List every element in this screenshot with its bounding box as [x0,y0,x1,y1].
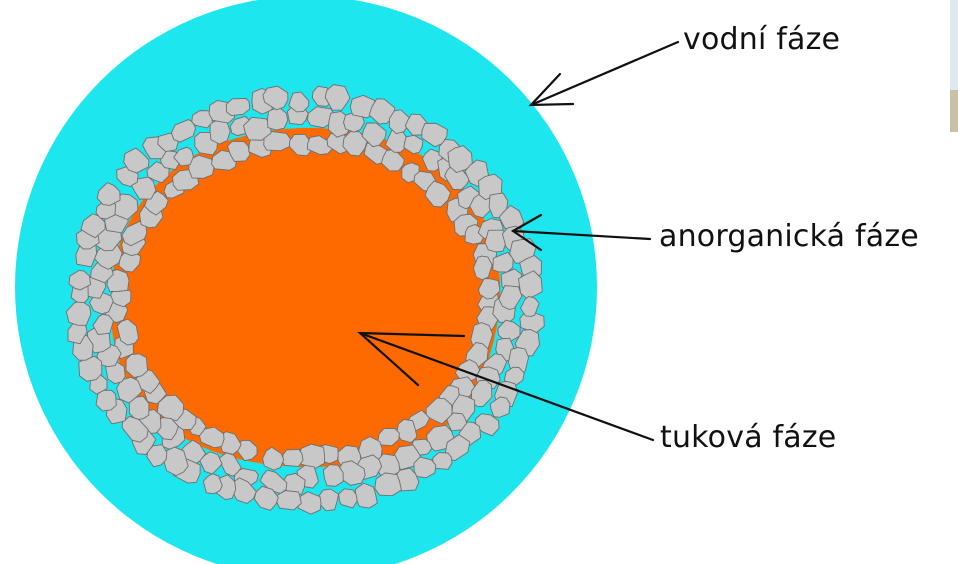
water-phase-label: vodní fáze [683,22,840,57]
fat-phase-label: tuková fáze [660,420,836,455]
edge-decoration [950,0,958,132]
water-phase-arrow-line [531,42,678,105]
inorganic-phase-label: anorganická fáze [659,219,919,254]
